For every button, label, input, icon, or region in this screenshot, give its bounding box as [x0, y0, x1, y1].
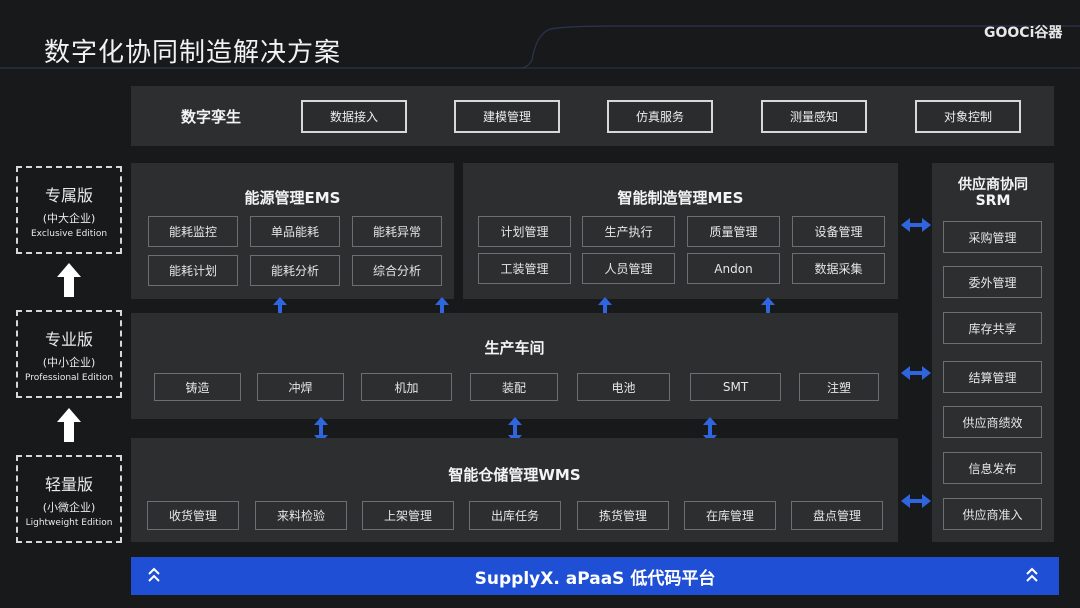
- srm-item[interactable]: 供应商绩效: [943, 406, 1042, 438]
- double-chevron-up-icon: [1026, 567, 1038, 582]
- wms-panel: 智能仓储管理WMS 收货管理 来料检验 上架管理 出库任务 拣货管理 在库管理 …: [131, 438, 898, 542]
- double-chevron-up-icon: [148, 567, 160, 582]
- mes-item[interactable]: 质量管理: [687, 216, 780, 247]
- double-arrow-vertical-icon: [508, 417, 522, 443]
- srm-item[interactable]: 库存共享: [943, 312, 1042, 344]
- double-arrow-horizontal-icon: [901, 366, 931, 380]
- edition-en: Lightweight Edition: [25, 517, 113, 528]
- mes-item[interactable]: 工装管理: [478, 253, 571, 284]
- ems-item[interactable]: 能耗分析: [250, 255, 340, 286]
- up-arrow-icon: [57, 408, 81, 442]
- mes-item[interactable]: Andon: [687, 253, 780, 284]
- ems-item[interactable]: 能耗异常: [352, 216, 442, 247]
- workshop-panel: 生产车间 铸造 冲焊 机加 装配 电池 SMT 注塑: [131, 313, 898, 419]
- workshop-item[interactable]: 铸造: [154, 373, 241, 401]
- ems-panel: 能源管理EMS 能耗监控 单品能耗 能耗异常 能耗计划 能耗分析 综合分析: [131, 163, 454, 299]
- wms-item[interactable]: 来料检验: [255, 501, 347, 530]
- edition-lightweight: 轻量版 (小微企业) Lightweight Edition: [16, 455, 122, 543]
- srm-panel: 供应商协同 SRM 采购管理 委外管理 库存共享 结算管理 供应商绩效 信息发布…: [932, 163, 1054, 542]
- wms-item[interactable]: 出库任务: [469, 501, 561, 530]
- edition-name: 轻量版: [44, 474, 93, 494]
- mes-panel: 智能制造管理MES 计划管理 生产执行 质量管理 设备管理 工装管理 人员管理 …: [463, 163, 898, 299]
- wms-item[interactable]: 在库管理: [684, 501, 776, 530]
- twin-item[interactable]: 测量感知: [761, 100, 867, 133]
- mes-item[interactable]: 设备管理: [792, 216, 885, 247]
- header-decoration: [0, 25, 1080, 69]
- double-arrow-vertical-icon: [703, 417, 717, 443]
- edition-sub: (小微企业): [42, 500, 96, 514]
- edition-exclusive: 专属版 (中大企业) Exclusive Edition: [16, 166, 122, 254]
- ems-item[interactable]: 综合分析: [352, 255, 442, 286]
- platform-bar: SupplyX. aPaaS 低代码平台: [131, 557, 1059, 595]
- ems-title: 能源管理EMS: [244, 189, 341, 207]
- twin-item[interactable]: 数据接入: [301, 100, 407, 133]
- mes-item[interactable]: 计划管理: [478, 216, 571, 247]
- srm-item[interactable]: 信息发布: [943, 452, 1042, 484]
- wms-item[interactable]: 上架管理: [362, 501, 454, 530]
- srm-item[interactable]: 委外管理: [943, 266, 1042, 298]
- up-arrow-icon: [57, 263, 81, 297]
- twin-item[interactable]: 建模管理: [454, 100, 560, 133]
- edition-sub: (中小企业): [42, 355, 96, 369]
- ems-item[interactable]: 能耗计划: [148, 255, 238, 286]
- brand-logo: GOOCi谷器: [984, 25, 1063, 41]
- mes-title: 智能制造管理MES: [617, 189, 744, 207]
- workshop-item[interactable]: 机加: [361, 373, 452, 401]
- wms-item[interactable]: 盘点管理: [791, 501, 883, 530]
- wms-item[interactable]: 拣货管理: [577, 501, 669, 530]
- srm-title-line1: 供应商协同: [958, 177, 1028, 193]
- wms-title: 智能仓储管理WMS: [448, 466, 581, 484]
- wms-item[interactable]: 收货管理: [147, 501, 239, 530]
- ems-item[interactable]: 单品能耗: [250, 216, 340, 247]
- edition-sub: (中大企业): [42, 211, 96, 225]
- workshop-item[interactable]: 注塑: [799, 373, 879, 401]
- edition-en: Professional Edition: [24, 372, 114, 383]
- twin-item[interactable]: 仿真服务: [607, 100, 713, 133]
- mes-item[interactable]: 数据采集: [792, 253, 885, 284]
- srm-title: 供应商协同 SRM: [932, 177, 1054, 209]
- edition-name: 专属版: [44, 185, 93, 205]
- page-title: 数字化协同制造解决方案: [44, 38, 342, 68]
- ems-item[interactable]: 能耗监控: [148, 216, 238, 247]
- workshop-title: 生产车间: [484, 339, 545, 357]
- mes-item[interactable]: 生产执行: [582, 216, 675, 247]
- edition-en: Exclusive Edition: [30, 228, 108, 239]
- double-arrow-horizontal-icon: [901, 218, 931, 232]
- srm-item[interactable]: 采购管理: [943, 221, 1042, 253]
- edition-name: 专业版: [44, 329, 93, 349]
- srm-title-line2: SRM: [975, 193, 1011, 209]
- double-arrow-vertical-icon: [314, 417, 328, 443]
- workshop-item[interactable]: 装配: [470, 373, 558, 401]
- workshop-item[interactable]: 冲焊: [257, 373, 344, 401]
- srm-item[interactable]: 结算管理: [943, 361, 1042, 393]
- double-arrow-horizontal-icon: [901, 494, 931, 508]
- edition-professional: 专业版 (中小企业) Professional Edition: [16, 310, 122, 398]
- workshop-item[interactable]: SMT: [690, 373, 781, 401]
- digital-twin-panel: 数字孪生 数据接入 建模管理 仿真服务 测量感知 对象控制: [131, 86, 1054, 146]
- srm-item[interactable]: 供应商准入: [943, 498, 1042, 530]
- digital-twin-title: 数字孪生: [180, 108, 241, 126]
- mes-item[interactable]: 人员管理: [582, 253, 675, 284]
- twin-item[interactable]: 对象控制: [915, 100, 1021, 133]
- workshop-item[interactable]: 电池: [577, 373, 670, 401]
- platform-label: SupplyX. aPaaS 低代码平台: [474, 568, 716, 589]
